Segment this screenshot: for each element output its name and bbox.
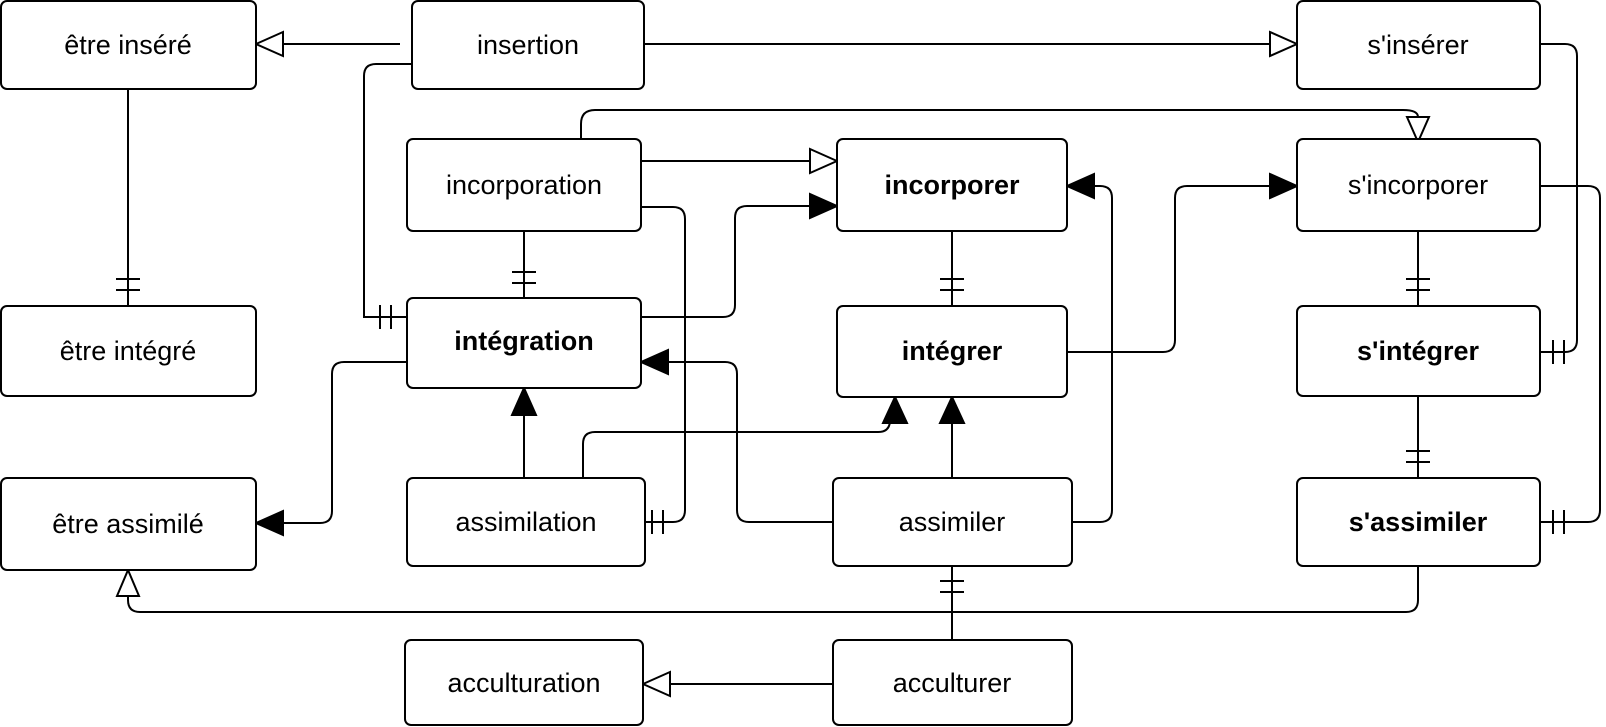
edges (115, 30, 1601, 698)
node-acculturer-label: acculturer (893, 668, 1012, 698)
node-etre-integre[interactable]: être intégré (0, 305, 257, 397)
edge-insertion-integration (363, 63, 412, 329)
edge-assimilation-integration (510, 385, 538, 478)
node-s-assimiler-label: s'assimiler (1349, 507, 1488, 537)
edge-s-inserer-s-integrer (1540, 43, 1578, 364)
node-incorporer[interactable]: incorporer (836, 138, 1068, 232)
edge-incorporation-integration (512, 231, 536, 298)
edge-incorporation-incorporer (641, 147, 840, 175)
node-etre-insere-label: être inséré (64, 30, 192, 60)
node-etre-assimile-label: être assimilé (52, 509, 204, 539)
node-s-incorporer-label: s'incorporer (1348, 170, 1488, 200)
node-etre-assimile[interactable]: être assimilé (0, 477, 257, 571)
node-integrer[interactable]: intégrer (836, 305, 1068, 398)
node-assimiler[interactable]: assimiler (832, 477, 1073, 567)
node-assimilation[interactable]: assimilation (406, 477, 646, 567)
edge-s-incorporer-s-integrer (1406, 231, 1430, 306)
edge-acculturer-acculturation (640, 670, 833, 698)
node-acculturation-label: acculturation (447, 668, 600, 698)
node-s-incorporer[interactable]: s'incorporer (1296, 138, 1541, 232)
edge-incorporer-integrer (940, 231, 964, 306)
node-incorporation[interactable]: incorporation (406, 138, 642, 232)
edge-incorporation-s-incorporer (580, 109, 1431, 145)
node-s-inserer[interactable]: s'insérer (1296, 0, 1541, 90)
node-etre-integre-label: être intégré (60, 336, 197, 366)
edge-integration-etre-assimile (253, 361, 407, 537)
edge-insertion-etre-insere (253, 30, 400, 58)
node-s-assimiler[interactable]: s'assimiler (1296, 477, 1541, 567)
edge-assimiler-acculturer (940, 566, 964, 640)
node-incorporation-label: incorporation (446, 170, 602, 200)
edge-s-incorporer-s-assimiler (1540, 185, 1601, 534)
node-etre-insere[interactable]: être inséré (0, 0, 257, 90)
edge-integrer-s-incorporer (1067, 172, 1300, 353)
edge-assimilation-integrer (582, 394, 909, 478)
edge-integration-incorporer (641, 192, 840, 318)
edge-incorporation-assimilation (641, 206, 686, 534)
edge-etre-insere-etre-integre (116, 89, 140, 306)
node-insertion-label: insertion (477, 30, 579, 60)
node-incorporer-label: incorporer (884, 170, 1020, 200)
node-s-integrer-label: s'intégrer (1357, 336, 1479, 366)
node-assimilation-label: assimilation (455, 507, 596, 537)
edge-s-integrer-s-assimiler (1406, 396, 1430, 478)
edge-assimiler-integration (638, 348, 833, 523)
node-integration[interactable]: intégration (406, 297, 642, 389)
edge-s-assimiler-etre-assimile (115, 566, 1419, 613)
edge-assimiler-integrer (938, 394, 966, 478)
node-assimiler-label: assimiler (899, 507, 1006, 537)
node-integration-label: intégration (454, 326, 594, 356)
node-integrer-label: intégrer (902, 336, 1003, 366)
edge-insertion-s-inserer (644, 30, 1300, 58)
node-s-integrer[interactable]: s'intégrer (1296, 305, 1541, 397)
node-acculturation[interactable]: acculturation (404, 639, 644, 726)
node-acculturer[interactable]: acculturer (832, 639, 1073, 726)
node-s-inserer-label: s'insérer (1367, 30, 1468, 60)
nodes: être inséré insertion s'insérer incorpor… (0, 0, 1541, 726)
node-insertion[interactable]: insertion (411, 0, 645, 90)
edge-assimiler-incorporer (1064, 172, 1113, 523)
